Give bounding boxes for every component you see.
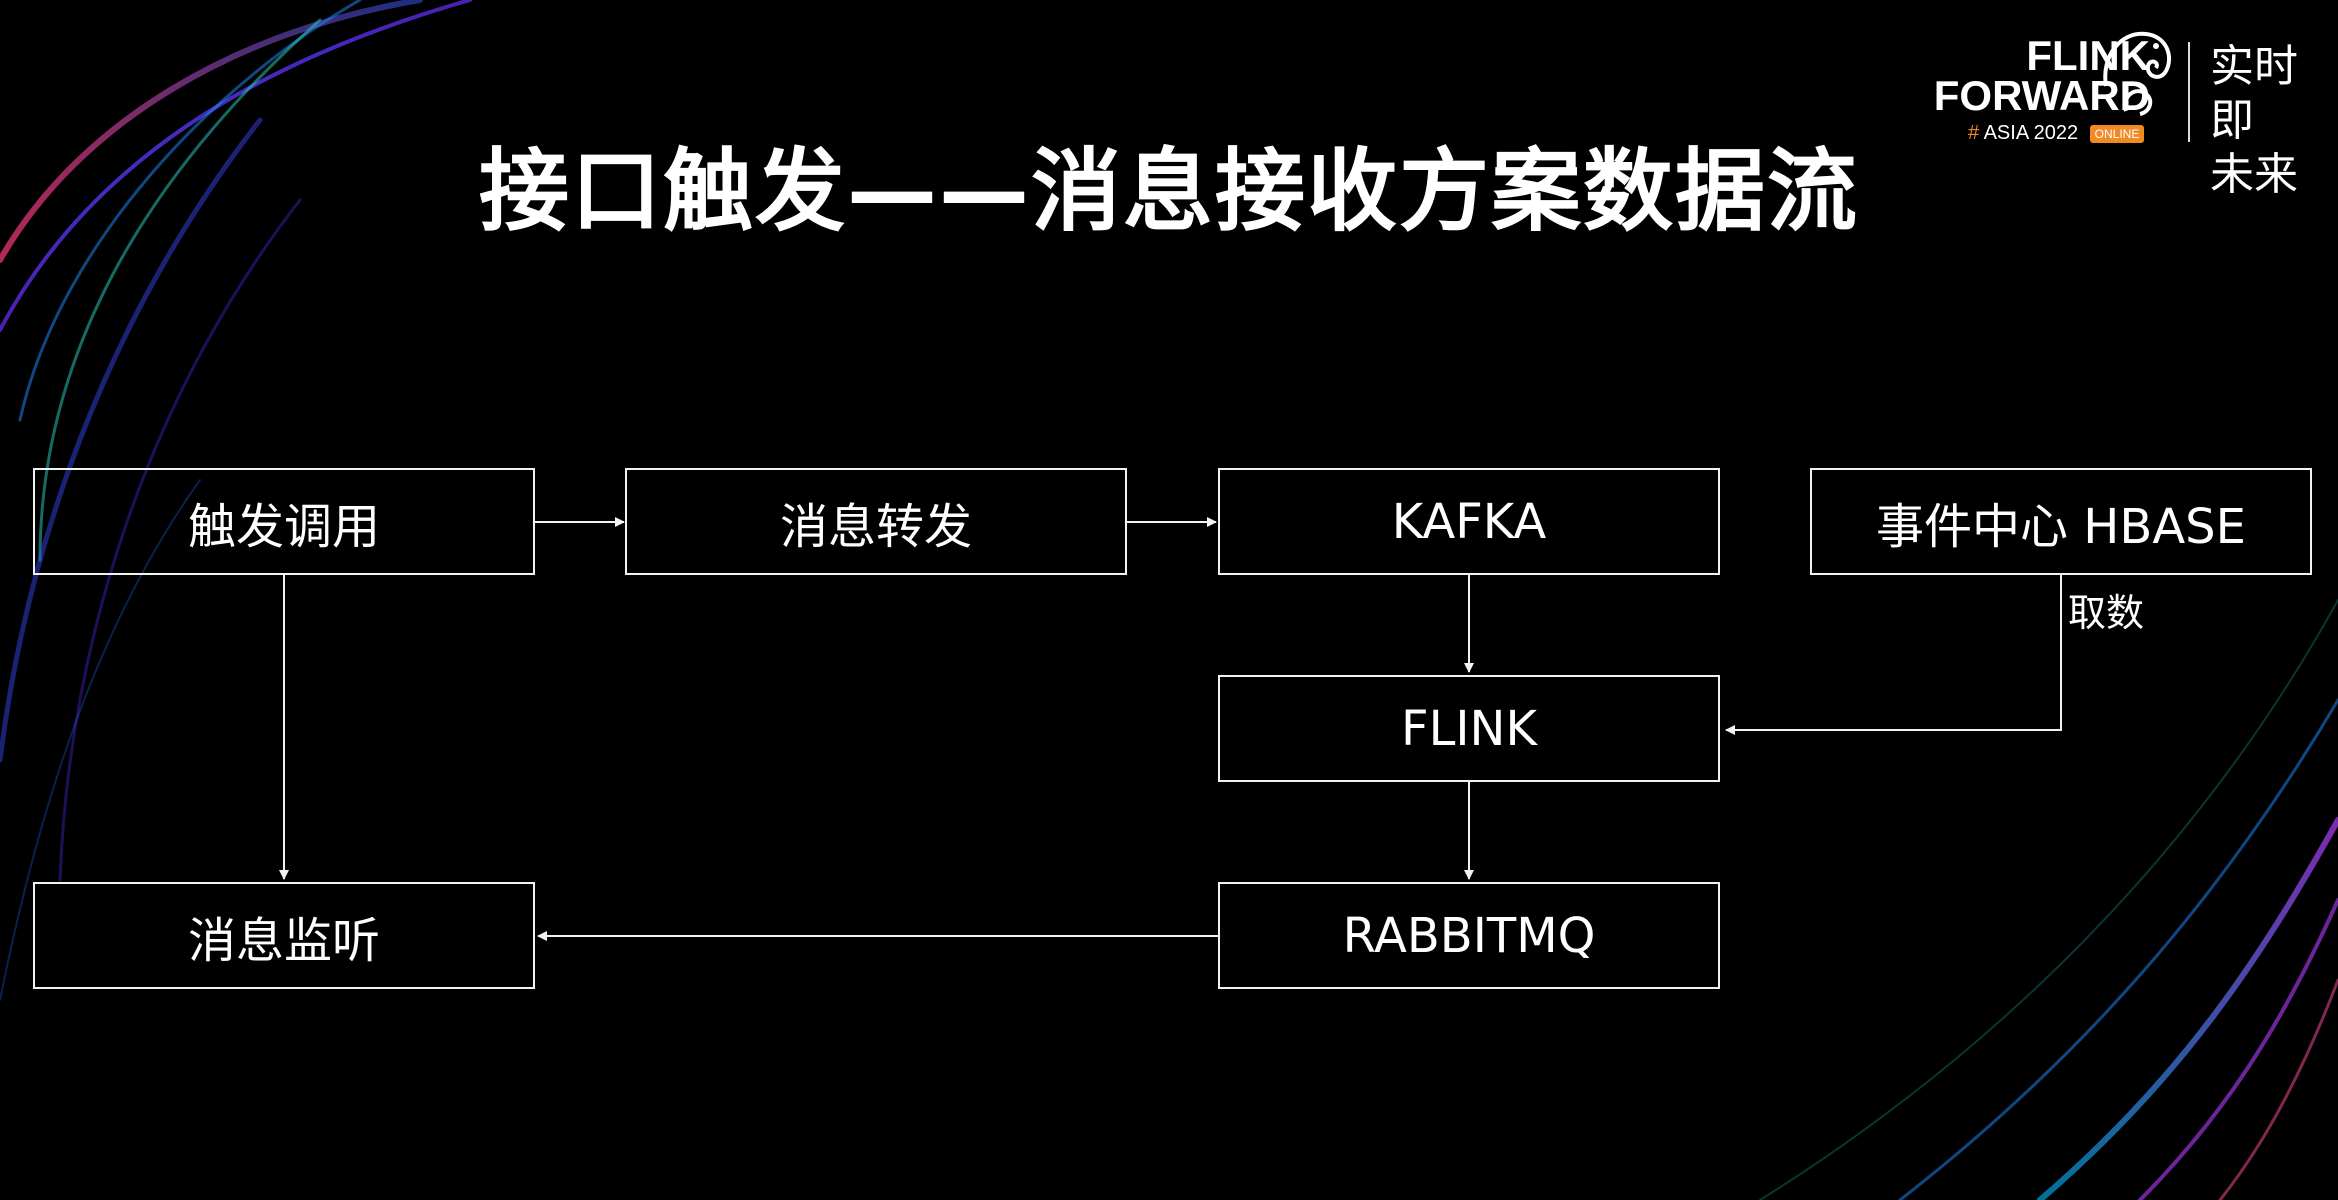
node-message-forward: 消息转发 <box>625 468 1127 575</box>
node-rabbitmq-label: RABBITMQ <box>1342 907 1596 964</box>
squirrel-icon <box>2103 31 2172 116</box>
logo-hash: # <box>1968 122 1980 144</box>
logo-edition-text: ASIA 2022 <box>1983 122 2079 144</box>
logo-line-forward: FORWARD <box>1933 72 2150 119</box>
logo-edition: # ASIA 2022 ONLINE <box>1968 122 2145 145</box>
node-message-listener: 消息监听 <box>33 882 535 989</box>
node-event-center-hbase: 事件中心 HBASE <box>1810 468 2312 575</box>
node-trigger-label: 触发调用 <box>187 498 380 555</box>
node-trigger-call: 触发调用 <box>33 468 535 575</box>
node-flink: FLINK <box>1218 675 1720 782</box>
logo-tagline-2: 未来 <box>2210 149 2298 200</box>
slide-title: 接口触发——消息接收方案数据流 <box>479 139 1859 244</box>
logo-tagline-1: 实时即 <box>2210 41 2298 146</box>
node-flink-label: FLINK <box>1401 700 1537 757</box>
node-kafka: KAFKA <box>1218 468 1720 575</box>
node-rabbitmq: RABBITMQ <box>1218 882 1720 989</box>
logo-wordmark: FLINK FORWARD <box>1918 32 2150 119</box>
logo-tagline: 实时即 未来 <box>2210 40 2310 202</box>
node-hbase-label: 事件中心 HBASE <box>1876 498 2246 555</box>
logo-divider <box>2188 42 2190 142</box>
edge-hbase-to-flink <box>1725 574 2062 735</box>
node-kafka-label: KAFKA <box>1391 493 1547 550</box>
node-listener-label: 消息监听 <box>187 912 380 969</box>
flink-forward-logo: FLINK FORWARD # ASIA 2022 ONLINE 实时即 未来 <box>1918 22 2318 200</box>
logo-line-flink: FLINK <box>2026 32 2150 79</box>
node-forward-label: 消息转发 <box>779 498 972 555</box>
logo-online-badge: ONLINE <box>2089 124 2145 143</box>
edge-label-fetch: 取数 <box>2068 591 2145 635</box>
